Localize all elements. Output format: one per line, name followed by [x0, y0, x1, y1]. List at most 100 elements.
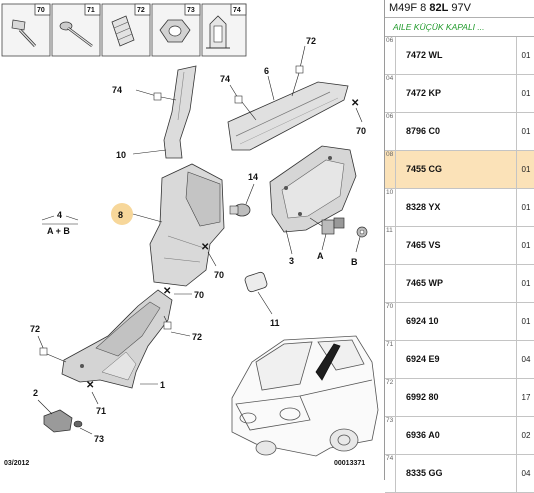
parts-list-panel: M49F 8 82L 97V AILE KÜÇÜK KAPALI ... 06 7… — [384, 0, 534, 493]
parts-row[interactable]: 08 7455 CG 01 — [385, 151, 534, 189]
parts-row[interactable]: 72 6992 80 17 — [385, 379, 534, 417]
lock-a-icon — [309, 217, 345, 235]
part-reference: 7465 VS — [406, 240, 441, 250]
callout-4: 4 — [57, 210, 62, 220]
callout-B: B — [351, 257, 358, 267]
part-quantity: 01 — [516, 265, 534, 302]
inner-wing-part-1 — [61, 289, 173, 389]
part-quantity: 17 — [516, 379, 534, 416]
callout-74-left: 74 — [112, 85, 122, 95]
top-parts-strip: 70 71 72 73 74 — [1, 3, 247, 57]
part-reference: 6924 E9 — [406, 354, 440, 364]
part-quantity: 04 — [516, 341, 534, 378]
cross-marker-70-mid-icon: ✕ — [201, 242, 209, 253]
callout-2: 2 — [33, 388, 38, 398]
cap-part-11 — [244, 271, 268, 293]
footer-ref: 00013371 — [334, 460, 365, 467]
part-quantity: 01 — [516, 113, 534, 150]
code-bold: 82L — [429, 2, 449, 14]
knob-part-14 — [229, 203, 251, 217]
wheel-arch-panel-part-3 — [269, 145, 357, 233]
vehicle-code-header: M49F 8 82L 97V — [385, 0, 534, 18]
callout-1: 1 — [160, 380, 165, 390]
callout-11: 11 — [270, 318, 280, 328]
callout-72-top: 72 — [306, 36, 316, 46]
part-reference: 8335 GG — [406, 468, 443, 478]
callout-70-mid: 70 — [214, 270, 224, 280]
parts-row[interactable]: 10 8328 YX 01 — [385, 189, 534, 227]
part-reference: 7472 WL — [406, 50, 443, 60]
callout-4-subtitle: A + B — [47, 226, 70, 236]
callout-3: 3 — [289, 256, 294, 266]
callout-74-mid: 74 — [220, 74, 230, 84]
cross-marker-70-low-icon: ✕ — [163, 286, 171, 297]
expanding-nut-icon — [111, 15, 135, 47]
row-index: 74 — [385, 455, 396, 492]
callout-10: 10 — [116, 150, 126, 160]
code-suffix: 97V — [448, 2, 471, 14]
part-reference: 6924 10 — [406, 316, 439, 326]
parts-row[interactable]: 71 6924 E9 04 — [385, 341, 534, 379]
row-index: 06 — [385, 113, 396, 150]
screw-icon — [59, 21, 93, 48]
part-reference: 8328 YX — [406, 202, 441, 212]
part-quantity: 02 — [516, 417, 534, 454]
row-index: 70 — [385, 303, 396, 340]
callout-14: 14 — [248, 172, 258, 182]
part-70-label: 70 — [37, 7, 45, 14]
row-index: 72 — [385, 379, 396, 416]
part-reference: 6992 80 — [406, 392, 439, 402]
parts-row[interactable]: 73 6936 A0 02 — [385, 417, 534, 455]
callout-70-low: 70 — [194, 290, 204, 300]
parts-diagram: 70 71 72 73 74 — [1, 3, 379, 467]
row-index: 11 — [385, 227, 396, 264]
screw-clip-icon — [11, 19, 37, 48]
callout-72-left: 72 — [30, 324, 40, 334]
callout-6: 6 — [264, 66, 269, 76]
part-quantity: 01 — [516, 227, 534, 264]
row-index — [385, 265, 396, 302]
row-index: 08 — [385, 151, 396, 188]
spring-clip-icon — [206, 15, 230, 49]
group-subtitle: AILE KÜÇÜK KAPALI ... — [393, 22, 485, 32]
row-index: 73 — [385, 417, 396, 454]
pillar-cover-part-8 — [149, 163, 225, 287]
sill-rail-part-6 — [227, 81, 349, 151]
callout-73: 73 — [94, 434, 104, 444]
part-reference: 6936 A0 — [406, 430, 440, 440]
row-index: 04 — [385, 75, 396, 112]
part-quantity: 01 — [516, 75, 534, 112]
row-index: 06 — [385, 37, 396, 74]
part-quantity: 01 — [516, 151, 534, 188]
cross-marker-71-icon: ✕ — [86, 380, 94, 391]
grommet-part-2 — [43, 409, 83, 433]
part-73-label: 73 — [187, 7, 195, 14]
nut-icon — [159, 19, 191, 43]
cross-marker-70-icon: ✕ — [351, 98, 359, 109]
parts-row[interactable]: 06 7472 WL 01 — [385, 37, 534, 75]
part-reference: 7455 CG — [406, 164, 443, 174]
part-quantity: 01 — [516, 37, 534, 74]
part-74-label: 74 — [233, 7, 241, 14]
van-illustration — [231, 335, 379, 457]
parts-row[interactable]: 70 6924 10 01 — [385, 303, 534, 341]
lock-b-icon — [356, 226, 368, 238]
part-71-label: 71 — [87, 7, 95, 14]
code-prefix: M49F 8 — [389, 2, 430, 14]
callout-8-badge — [111, 203, 133, 225]
exploded-view: 70 71 72 73 74 — [1, 3, 379, 467]
part-quantity: 01 — [516, 189, 534, 226]
row-index: 71 — [385, 341, 396, 378]
parts-row[interactable]: 11 7465 VS 01 — [385, 227, 534, 265]
callout-71: 71 — [96, 406, 106, 416]
callout-8: 8 — [118, 210, 123, 220]
part-quantity: 01 — [516, 303, 534, 340]
part-72-label: 72 — [137, 7, 145, 14]
group-subtitle-row: AILE KÜÇÜK KAPALI ... — [385, 18, 534, 37]
row-index: 10 — [385, 189, 396, 226]
pillar-trim-part-10 — [163, 65, 197, 159]
